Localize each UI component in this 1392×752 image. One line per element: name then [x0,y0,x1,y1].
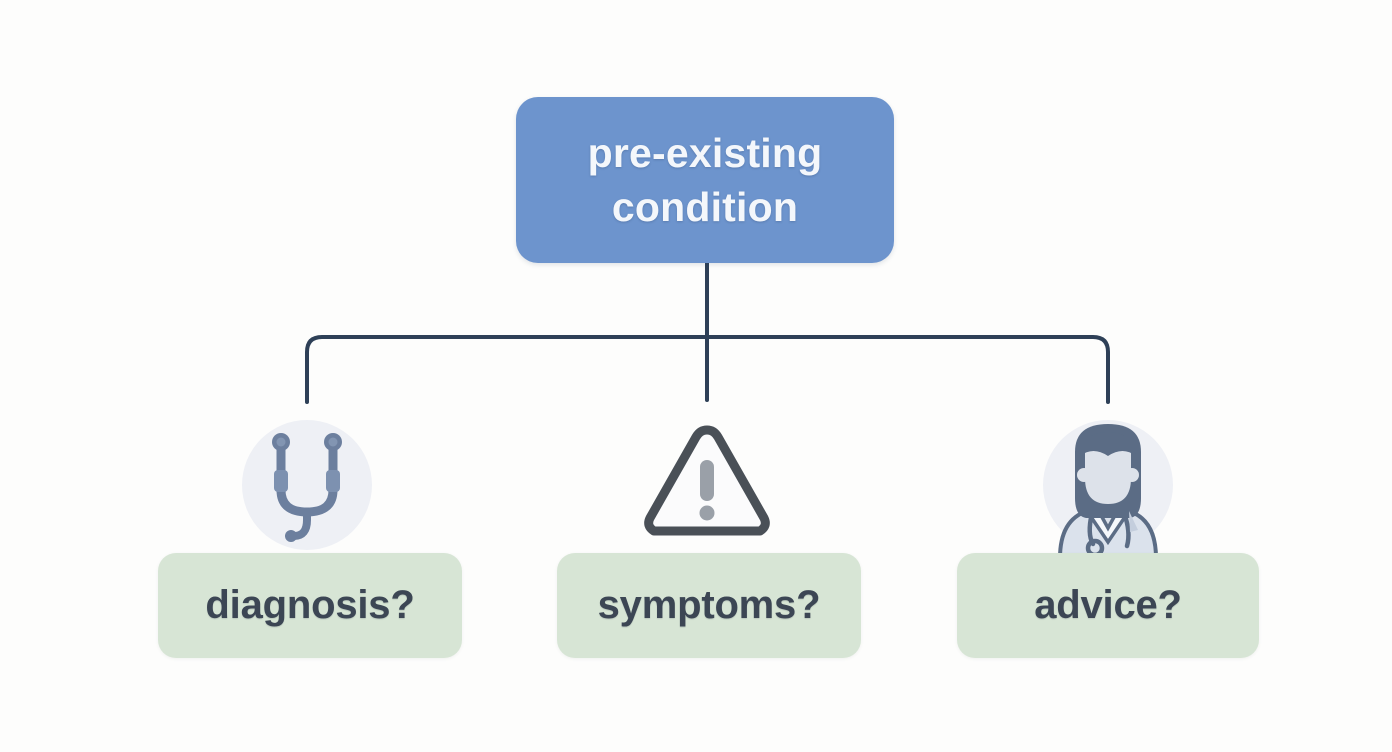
leaf-node-symptoms[interactable]: symptoms? [557,553,861,658]
leaf-node-label: diagnosis? [205,583,415,627]
leaf-node-label: advice? [1034,583,1182,627]
leaf-node-label: symptoms? [597,583,821,627]
icon-group-diagnosis [234,412,380,558]
stethoscope-icon [272,433,342,542]
root-node-pre-existing-condition[interactable]: pre-existing condition [516,97,894,263]
leaf-node-advice[interactable]: advice? [957,553,1259,658]
root-node-label: pre-existing condition [587,129,823,230]
icon-group-symptoms [634,412,780,558]
leaf-node-diagnosis[interactable]: diagnosis? [158,553,462,658]
warning-triangle-icon [644,425,770,536]
female-doctor-icon [1057,424,1159,558]
icon-group-advice [1035,412,1181,558]
